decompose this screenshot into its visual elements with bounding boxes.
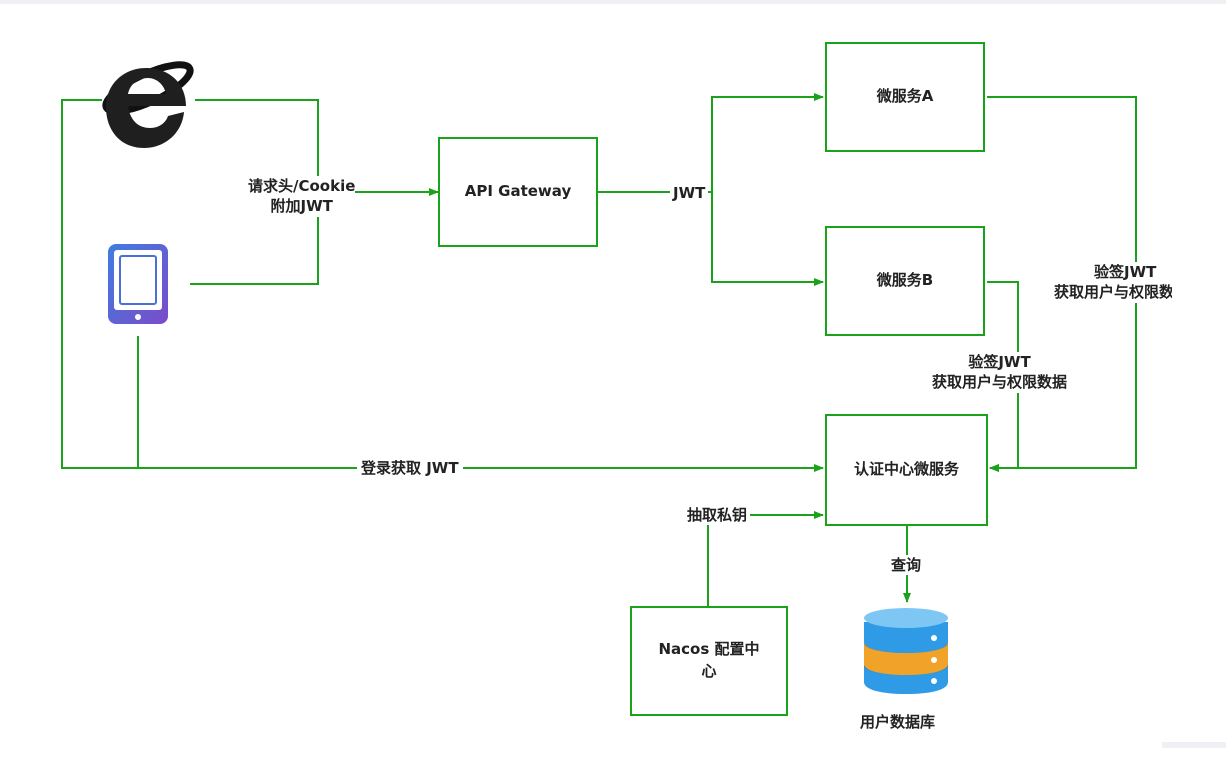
auth-center-label: 认证中心微服务 <box>853 460 959 479</box>
service-a-node: 微服务A <box>825 42 985 152</box>
nacos-label-line1: Nacos 配置中 <box>658 640 760 659</box>
edge-to-service-a <box>711 93 824 192</box>
edge-label-fetch-key: 抽取私钥 <box>684 505 751 526</box>
edge-label-request-header-line2: 附加JWT <box>270 197 333 216</box>
edge-label-verify-b: 验签JWT 获取用户与权限数据 <box>932 352 1068 393</box>
edge-to-service-b <box>711 192 824 286</box>
api-gateway-node: API Gateway <box>438 137 598 247</box>
database-icon <box>864 608 948 694</box>
edge-browser-to-gateway <box>195 99 439 196</box>
service-a-label: 微服务A <box>876 87 934 106</box>
bottom-right-bar <box>1162 742 1226 748</box>
edge-label-verify-b-line1: 验签JWT <box>968 353 1031 371</box>
service-b-node: 微服务B <box>825 226 985 336</box>
internet-explorer-icon <box>102 61 194 148</box>
edge-nacos-key <box>707 511 824 606</box>
tablet-icon <box>108 244 168 324</box>
edge-label-verify-a-line1: 验签JWT <box>1094 263 1157 281</box>
edge-label-jwt: JWT <box>670 183 709 204</box>
edge-label-verify-a: 验签JWT 获取用户与权限数据 <box>1054 262 1172 303</box>
edge-label-request-header: 请求头/Cookie 附加JWT <box>248 176 356 217</box>
edge-label-query: 查询 <box>888 555 925 576</box>
database-label: 用户数据库 <box>860 712 936 733</box>
nacos-config-node: Nacos 配置中 心 <box>630 606 788 716</box>
edge-tablet-to-gateway <box>190 192 319 285</box>
top-bar <box>0 0 1226 4</box>
api-gateway-label: API Gateway <box>464 182 572 201</box>
edge-label-verify-b-line2: 获取用户与权限数据 <box>932 373 1068 392</box>
auth-center-node: 认证中心微服务 <box>825 414 988 526</box>
edge-label-verify-a-line2: 获取用户与权限数据 <box>1054 283 1172 302</box>
edge-label-login: 登录获取 JWT <box>357 458 463 479</box>
nacos-label-line2: 心 <box>701 662 717 680</box>
service-b-label: 微服务B <box>876 271 934 290</box>
edge-label-request-header-line1: 请求头/Cookie <box>248 177 356 195</box>
